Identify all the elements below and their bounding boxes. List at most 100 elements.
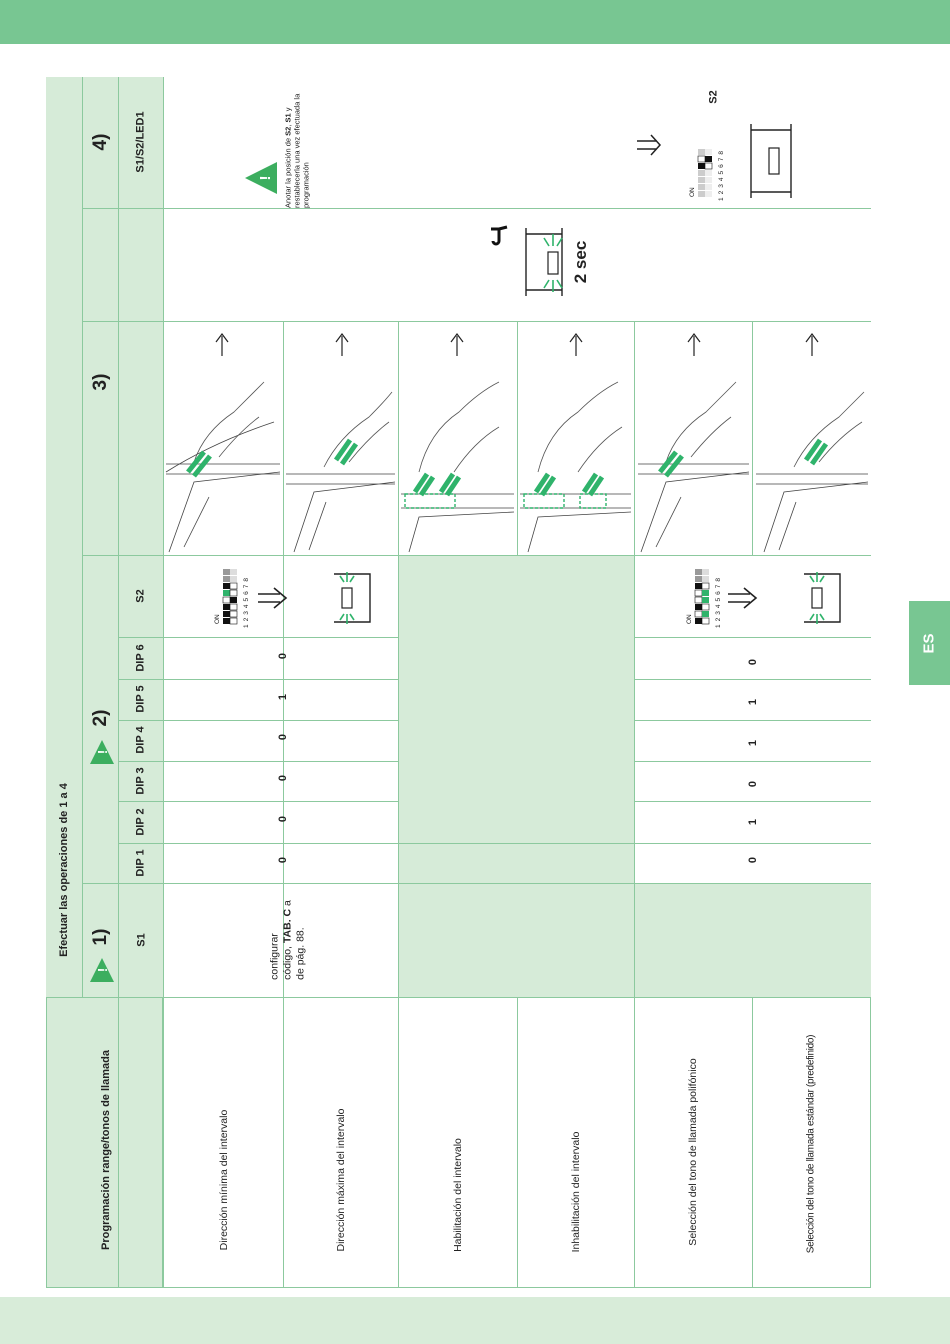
divider-dip4-b <box>634 720 871 721</box>
row-label-2: Dirección máxima del intervalo <box>335 1108 347 1252</box>
divider-dip2-b <box>634 801 871 802</box>
dip2-range: 0 <box>277 815 289 823</box>
s1-line2: código, TAB. C a <box>282 900 295 980</box>
dip-on-label-2: ON <box>686 614 693 624</box>
led-icon <box>525 228 563 296</box>
dip3-range: 0 <box>277 774 289 782</box>
hand-pressing-icon <box>520 333 632 553</box>
dip-switch-icon: ON 1 2 3 4 5 6 7 8 <box>684 568 724 628</box>
note-b2: S1 <box>283 113 293 123</box>
dip1-tone: 0 <box>747 856 759 864</box>
col-dip1: DIP 1 <box>134 849 147 877</box>
divider-dip5-a <box>118 679 398 680</box>
col-dip2: DIP 2 <box>134 808 147 836</box>
note-mid: , <box>283 122 293 127</box>
s1-instruction: configurar código, TAB. C a de pág. 88. <box>269 900 308 980</box>
section-title: Programación range/tonos de llamada <box>100 1050 112 1250</box>
row-label-1: Dirección mínima del intervalo <box>218 1109 230 1251</box>
col-s1: S1 <box>135 933 148 947</box>
divider-step3 <box>82 321 871 322</box>
rows34-green <box>398 555 634 997</box>
s1-line1: configurar <box>268 933 281 980</box>
divider-label-col <box>46 997 871 998</box>
note-b1: S2 <box>283 126 293 136</box>
language-tab[interactable]: ES <box>909 601 950 685</box>
dip-on-label-3: ON <box>689 187 696 197</box>
s1-line2c: a <box>281 900 294 909</box>
led-icon <box>804 572 841 624</box>
vl-row5 <box>634 321 635 1288</box>
hand-pressing-icon <box>286 333 396 553</box>
top-band <box>0 0 950 44</box>
bottom-band <box>0 1297 950 1344</box>
step2-label: 2) <box>90 709 111 727</box>
step1-label: 1) <box>90 928 111 946</box>
led-icon <box>750 124 792 198</box>
dip5-range: 1 <box>277 693 289 701</box>
vl-row2 <box>283 321 284 1288</box>
row-label-3: Habilitación del intervalo <box>452 1138 464 1252</box>
row-label-6: Selección del tono de llamada estándar (… <box>805 1034 817 1254</box>
warning-triangle-icon: ! <box>90 740 114 764</box>
vl-row4b <box>517 997 518 1288</box>
divider-s1 <box>82 883 871 884</box>
instruction-strip <box>46 77 82 997</box>
dip1-range: 0 <box>277 856 289 864</box>
note-pre: Anotar la posición de <box>283 135 293 208</box>
vl-row4a <box>517 321 518 555</box>
col-dip5: DIP 5 <box>134 685 147 713</box>
dip-numbers-2: 1 2 3 4 5 6 7 8 <box>715 577 722 628</box>
step4-note: Anotar la posición de S2, S1 y restablec… <box>284 78 311 208</box>
svg-text:!: ! <box>95 750 110 754</box>
dip4-range: 0 <box>277 733 289 741</box>
divider-dip3-a <box>118 761 398 762</box>
col-s1s2led1: S1/S2/LED1 <box>134 111 147 173</box>
dip-numbers-3: 1 2 3 4 5 6 7 8 <box>718 150 725 201</box>
row-label-4: Inhabilitación del intervalo <box>570 1131 582 1253</box>
svg-text:!: ! <box>257 176 274 181</box>
warning-triangle-icon: ! <box>245 162 277 194</box>
dip4-tone: 1 <box>747 739 759 747</box>
vl-row1 <box>163 77 164 1288</box>
tone-s1-green <box>634 883 871 997</box>
svg-text:!: ! <box>95 968 110 972</box>
col-dip3: DIP 3 <box>134 767 147 795</box>
instruction-text: Efectuar las operaciones de 1 a 4 <box>58 783 70 957</box>
header-strip <box>82 77 163 997</box>
dip5-tone: 1 <box>747 698 759 706</box>
warning-triangle-icon: ! <box>90 958 114 982</box>
sound-icon <box>491 225 508 246</box>
vl-row6b <box>752 997 753 1288</box>
dip6-tone: 0 <box>747 658 759 666</box>
divider-dip6-a <box>118 637 398 638</box>
arrow-icon <box>258 587 288 609</box>
dip-switch-icon: ON 1 2 3 4 5 6 7 8 <box>687 143 727 201</box>
led-icon <box>334 572 371 624</box>
divider-dip5-b <box>634 679 871 680</box>
divider-s2 <box>82 555 871 556</box>
s1-cell <box>163 883 398 997</box>
divider-step4 <box>82 208 871 209</box>
vl-row3 <box>398 321 399 1288</box>
arrow-icon <box>728 587 758 609</box>
hand-pressing-icon <box>756 333 869 553</box>
divider-dip6-b <box>634 637 871 638</box>
col-s2: S2 <box>134 589 147 603</box>
hand-pressing-icon <box>165 333 281 553</box>
dip-numbers: 1 2 3 4 5 6 7 8 <box>243 577 250 628</box>
divider-dip3-b <box>634 761 871 762</box>
step4-s2-label: S2 <box>707 90 720 104</box>
s1-line2b: TAB. C <box>281 908 294 944</box>
step3-label: 3) <box>90 373 111 391</box>
col-dip6: DIP 6 <box>134 644 147 672</box>
s1-line3: de pág. 88. <box>294 927 307 980</box>
col-dip4: DIP 4 <box>134 726 147 754</box>
divider-dip1 <box>118 843 871 844</box>
step4-label: 4) <box>90 133 111 151</box>
vl-row6a <box>752 321 753 555</box>
dip3-tone: 0 <box>747 780 759 788</box>
divider-dip4-a <box>118 720 398 721</box>
dip-switch-icon: ON 1 2 3 4 5 6 7 8 <box>212 568 252 628</box>
vl-instr <box>82 77 83 997</box>
dip6-range: 0 <box>277 652 289 660</box>
